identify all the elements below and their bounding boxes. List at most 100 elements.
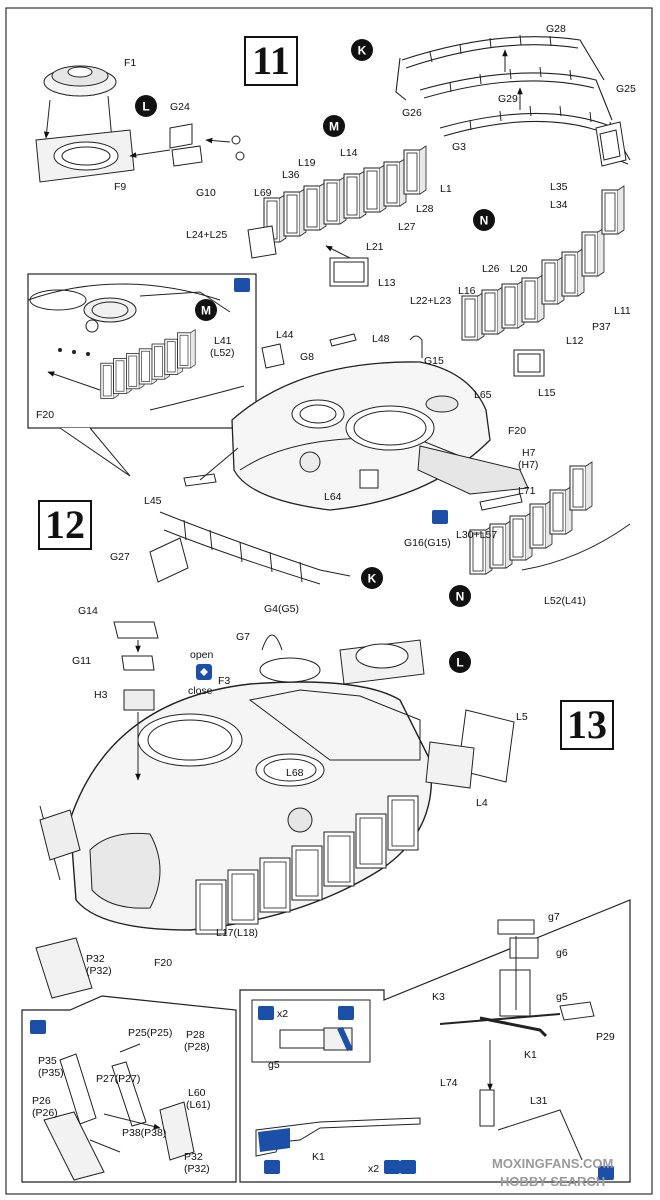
label-g5-inset: g5 (268, 1059, 280, 1071)
label-L13: L13 (378, 277, 396, 289)
label-L4: L4 (476, 797, 488, 809)
marker-K-top: K (351, 39, 373, 61)
label-G26: G26 (402, 107, 422, 119)
label-P28-ref: (P28) (184, 1041, 210, 1053)
label-K1-inset: K1 (312, 1151, 325, 1163)
label-F20-step13: F20 (154, 957, 172, 969)
label-P38: P38(P38) (122, 1127, 166, 1139)
label-L31: L31 (530, 1095, 548, 1107)
part-F9 (35, 129, 135, 183)
label-x2: x2 (277, 1008, 288, 1020)
p-parts-detail (30, 1020, 195, 1181)
label-G7: G7 (236, 631, 250, 643)
part-G25 (595, 121, 627, 167)
label-G28: G28 (546, 23, 566, 35)
part-H3 (123, 689, 155, 711)
label-P29: P29 (596, 1031, 615, 1043)
label-G25: G25 (616, 83, 636, 95)
label-L24-L25: L24+L25 (186, 229, 227, 241)
label-P26: P26 (32, 1095, 51, 1107)
marker-M-step11: M (323, 115, 345, 137)
label-L61-ref: (L61) (186, 1099, 211, 1111)
label-G29: G29 (498, 93, 518, 105)
part-L-cupola (339, 639, 425, 685)
svg-text:N: N (480, 214, 489, 228)
paint-icon (598, 1166, 614, 1180)
label-G16: G16(G15) (404, 537, 451, 549)
label-F9: F9 (114, 181, 126, 193)
label-G14: G14 (78, 605, 98, 617)
turret-step-12 (231, 361, 529, 511)
mg-detail-box (239, 899, 631, 1183)
label-L65: L65 (474, 389, 492, 401)
label-P28: P28 (186, 1029, 205, 1041)
label-G15: G15 (424, 355, 444, 367)
label-open: open (190, 649, 214, 661)
part-L24-L25 (247, 225, 277, 259)
label-G10: G10 (196, 187, 216, 199)
svg-text:L: L (456, 656, 463, 670)
label-L48: L48 (372, 333, 390, 345)
small-parts-12 (183, 333, 523, 511)
label-P26-ref: (P26) (32, 1107, 58, 1119)
step-11-area (35, 34, 631, 377)
label-L69: L69 (254, 187, 272, 199)
label-G4: G4(G5) (264, 603, 299, 615)
label-L74: L74 (440, 1077, 458, 1089)
label-L30-L57: L30+L57 (456, 529, 497, 541)
part-G11 (121, 655, 155, 671)
marker-K-step12: K (361, 567, 383, 589)
label-L15: L15 (538, 387, 556, 399)
basket-G27 (149, 511, 351, 585)
paint-icon (432, 510, 448, 524)
label-x2: x2 (368, 1163, 379, 1175)
label-L60: L60 (188, 1087, 206, 1099)
label-F1: F1 (124, 57, 136, 69)
label-close: close (188, 685, 213, 697)
part-L13 (329, 257, 369, 287)
label-L71: L71 (518, 485, 536, 497)
part-G14 (113, 621, 159, 639)
label-P32: P32 (86, 953, 105, 965)
marker-L-step13: L (449, 651, 471, 673)
label-L52: L52(L41) (544, 595, 586, 607)
g5-inset (251, 999, 371, 1063)
label-F20-step12: F20 (508, 425, 526, 437)
label-L22-L23: L22+L23 (410, 295, 451, 307)
part-G24 (169, 123, 245, 167)
watermark-line1: MOXINGFANS.COM (492, 1156, 614, 1171)
label-G11: G11 (72, 655, 91, 667)
label-P35-ref: (P35) (38, 1067, 64, 1079)
marker-N-step12: N (449, 585, 471, 607)
label-K1: K1 (524, 1049, 537, 1061)
svg-text:M: M (329, 120, 339, 134)
open-close-icon (196, 664, 212, 680)
label-P32-inset-ref: (P32) (184, 1163, 210, 1175)
label-L45: L45 (144, 495, 162, 507)
svg-text:K: K (358, 44, 367, 58)
step-number-12: 12 (38, 500, 92, 550)
label-L20: L20 (510, 263, 528, 275)
inset-turret-detail (27, 283, 231, 356)
page-border (5, 7, 653, 1195)
label-L44: L44 (276, 329, 294, 341)
label-H3: H3 (94, 689, 108, 701)
label-L5: L5 (516, 711, 528, 723)
basket-rails-G (395, 36, 631, 165)
mg-parts (439, 919, 595, 1161)
watermark-line2: HOBBY SEARCH (500, 1174, 606, 1189)
marker-N-step11: N (473, 209, 495, 231)
part-labels: F1 F9 G24 G10 G28 G26 G29 G25 G3 L14 L19… (32, 23, 636, 1175)
label-L34: L34 (550, 199, 568, 211)
label-P27: P27(P27) (96, 1073, 140, 1085)
step-number-13: 13 (560, 700, 614, 750)
svg-text:L: L (142, 100, 149, 114)
label-K3: K3 (432, 991, 445, 1003)
label-L26: L26 (482, 263, 500, 275)
label-L28: L28 (416, 203, 434, 215)
label-P37: P37 (592, 321, 611, 333)
label-L19: L19 (298, 157, 316, 169)
part-F3 (259, 634, 321, 683)
label-L11: L11 (614, 305, 631, 317)
